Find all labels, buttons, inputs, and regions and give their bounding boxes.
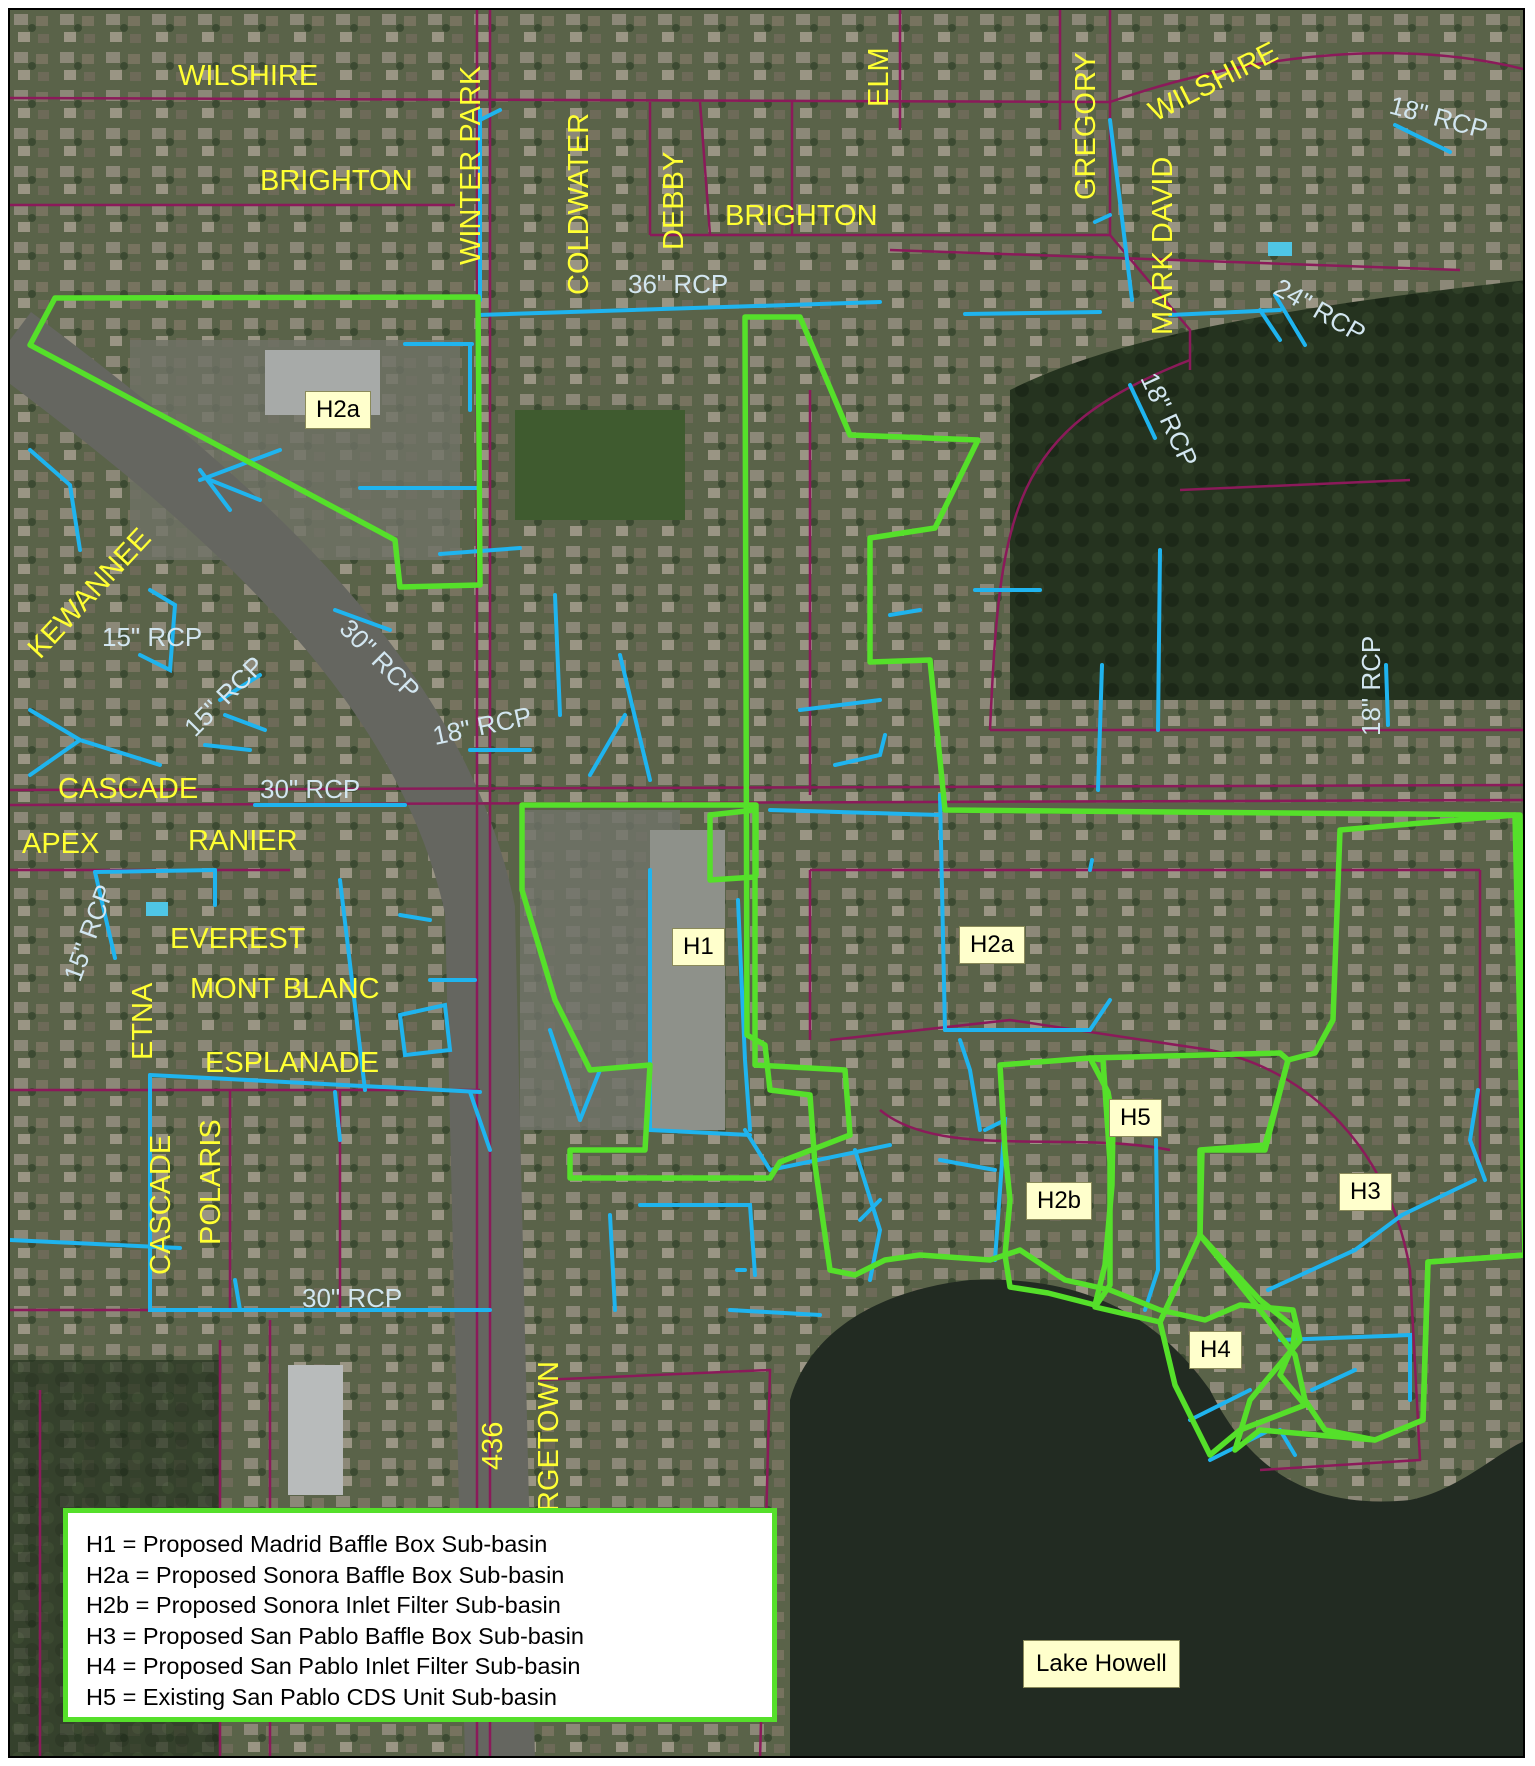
boundary-h2a-north: [27, 294, 483, 590]
legend-item-h3: H3 = Proposed San Pablo Baffle Box Sub-b…: [86, 1622, 584, 1649]
street-label: BRIGHTON: [725, 200, 878, 232]
sub-basin-label-h2a: H2a: [305, 391, 372, 429]
lake-label: Lake Howell: [1023, 1640, 1180, 1688]
legend-item-h1: H1 = Proposed Madrid Baffle Box Sub-basi…: [86, 1531, 548, 1557]
building: [650, 830, 725, 1130]
boundary-h2a-south: [742, 314, 1523, 1453]
highway-436: [10, 312, 535, 1756]
boundary-h4: [1157, 1232, 1308, 1458]
pipe-size-label: 15" RCP: [102, 622, 202, 652]
street-label: WINTER PARK: [455, 65, 487, 265]
sub-basin-label-h4: H4: [1189, 1331, 1242, 1369]
storm-pipes: [10, 108, 1487, 1462]
street-label: CASCADE: [58, 773, 198, 805]
pipe-size-label: 30" RCP: [260, 774, 360, 804]
pipe-size-label: 36" RCP: [628, 269, 728, 299]
street-label: POLARIS: [195, 1119, 227, 1245]
legend-item-h2a: H2a = Proposed Sonora Baffle Box Sub-bas…: [86, 1561, 565, 1588]
lake-howell: [790, 1279, 1523, 1756]
boundary-h3: [1197, 812, 1523, 1443]
aerial-map: WILSHIRE BRIGHTON WINTER PARK COLDWATER DEBB…: [10, 10, 1523, 1756]
building: [288, 1365, 343, 1495]
street-label: MONT BLANC: [190, 973, 380, 1005]
street-label: ELM: [863, 47, 895, 107]
legend-item-h5: H5 = Existing San Pablo CDS Unit Sub-bas…: [86, 1683, 557, 1710]
pipe-size-label: 30" RCP: [302, 1283, 402, 1313]
pool: [146, 902, 168, 916]
sub-basin-label-h3: H3: [1339, 1173, 1392, 1211]
street-label: CASCADE: [145, 1135, 177, 1275]
street-label: BRIGHTON: [260, 165, 413, 197]
street-label: RANIER: [188, 825, 298, 857]
pipe-size-label: 18" RCP: [1356, 636, 1386, 736]
grass-field: [515, 410, 685, 520]
street-label: 436: [477, 1422, 509, 1470]
street-label: GREGORY: [1070, 52, 1102, 200]
street-label: EVEREST: [170, 923, 306, 955]
sub-basin-label-h1: H1: [672, 928, 725, 966]
sub-basin-label-h5: H5: [1109, 1099, 1162, 1137]
street-label: APEX: [22, 828, 99, 860]
street-label: RGETOWN: [533, 1361, 565, 1512]
street-label: ESPLANADE: [205, 1047, 379, 1079]
forest-area: [1010, 280, 1523, 700]
map-frame: WILSHIRE BRIGHTON WINTER PARK COLDWATER DEBB…: [8, 8, 1525, 1758]
pool: [1268, 242, 1292, 256]
street-label: COLDWATER: [563, 113, 595, 295]
legend: H1 = Proposed Madrid Baffle Box Sub-basi…: [63, 1508, 777, 1722]
sub-basin-label-h2b: H2b: [1026, 1182, 1093, 1220]
street-label: MARK DAVID: [1147, 157, 1179, 335]
street-label: DEBBY: [658, 152, 690, 250]
sub-basin-label-h2a: H2a: [959, 926, 1026, 964]
street-label: ETNA: [127, 982, 159, 1060]
legend-item-h2b: H2b = Proposed Sonora Inlet Filter Sub-b…: [86, 1592, 561, 1618]
street-label: WILSHIRE: [178, 60, 318, 92]
sub-basin-boundaries: [27, 294, 1523, 1458]
legend-item-h4: H4 = Proposed San Pablo Inlet Filter Sub…: [86, 1653, 581, 1679]
